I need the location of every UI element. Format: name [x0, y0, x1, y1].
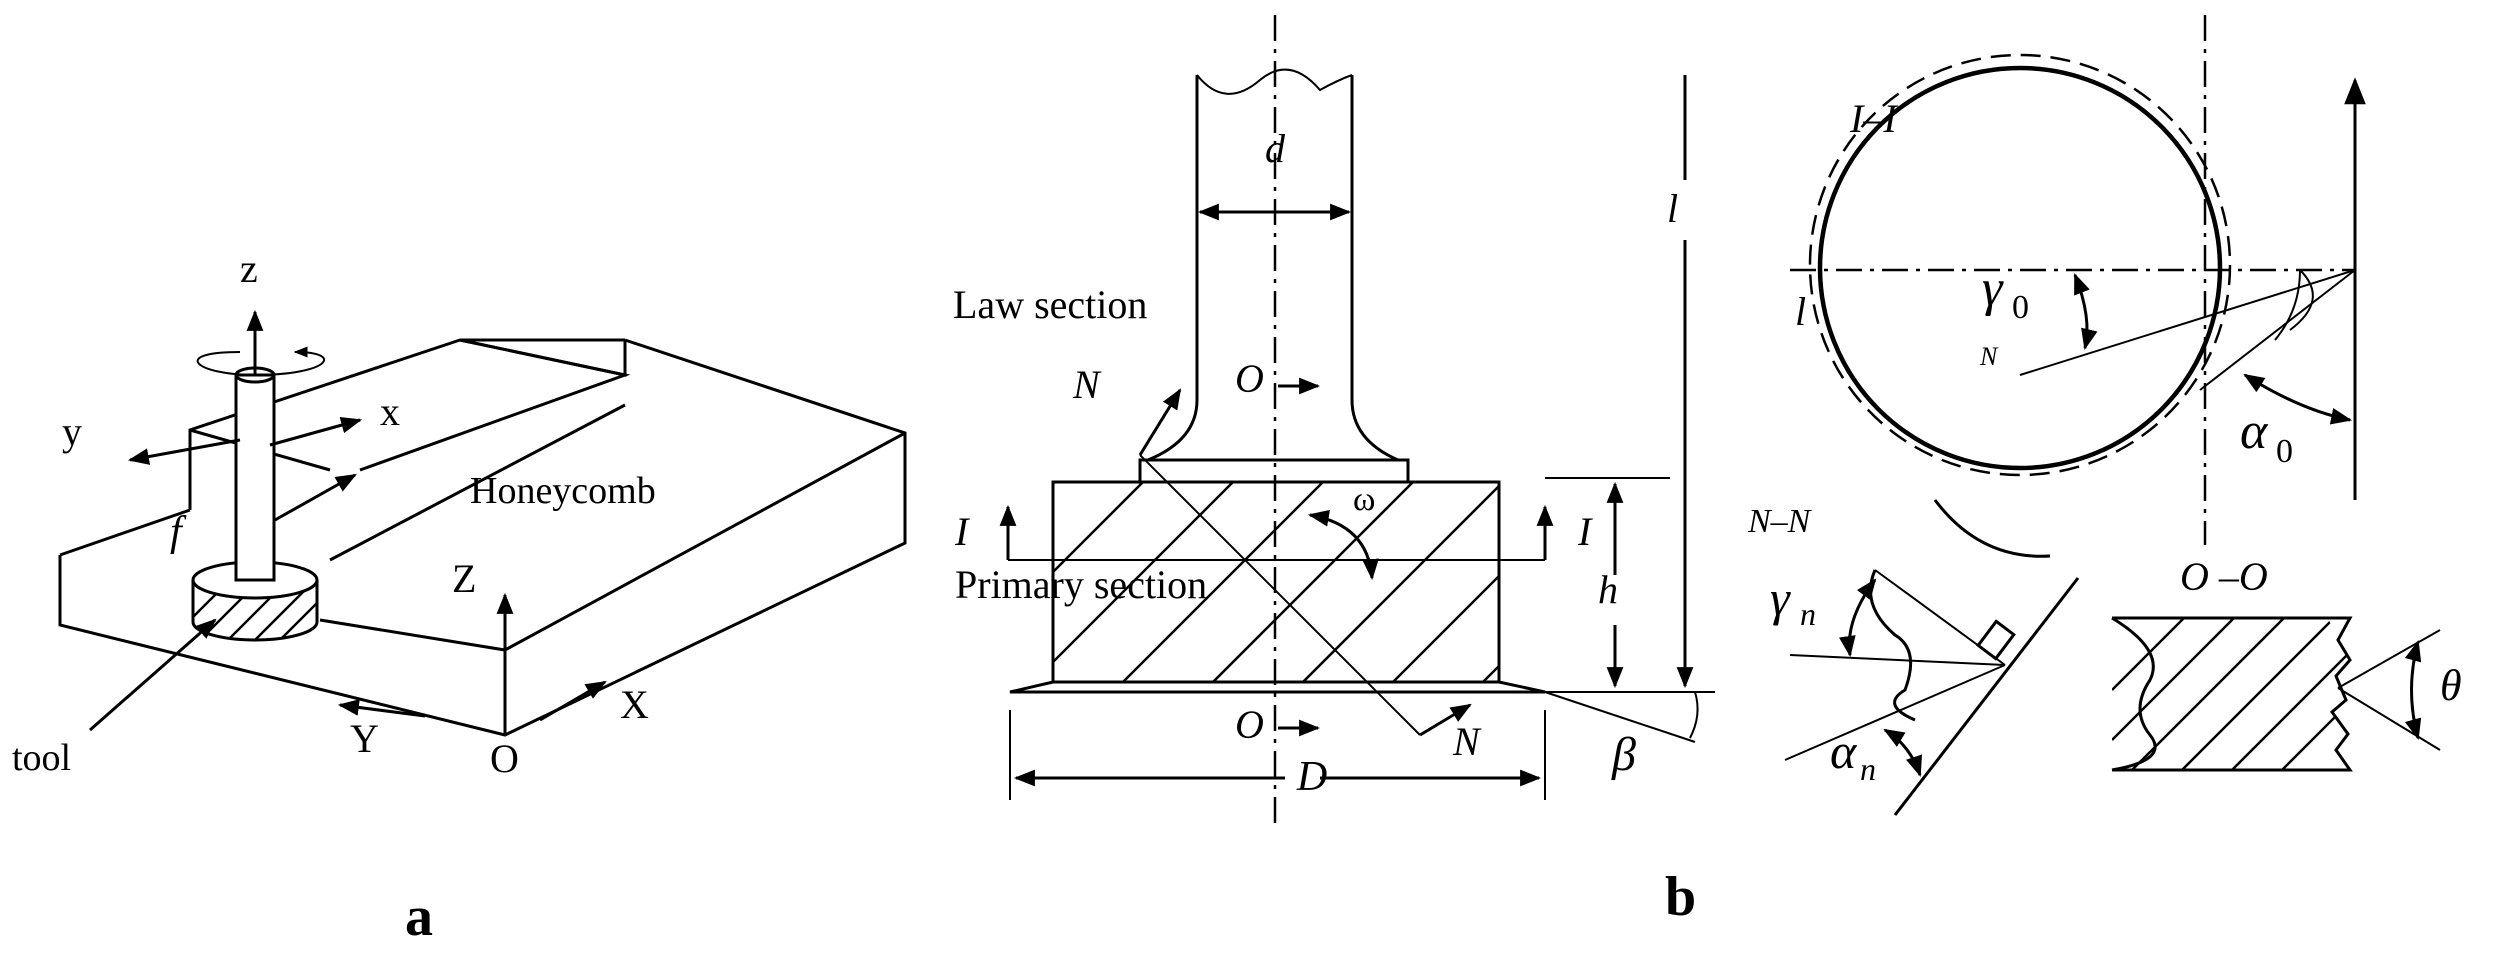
section-n-n: N–N γ n α n: [1747, 499, 2080, 816]
axis-y-label: y: [62, 409, 82, 454]
world-z-label: Z: [452, 556, 476, 601]
axis-x-label: x: [380, 389, 400, 434]
world-x-label: X: [620, 682, 649, 727]
n-upper-label: N: [1072, 362, 1102, 407]
tool-cutter-icon: [191, 366, 319, 642]
feed-label: f: [170, 509, 187, 555]
alpha-n-subscript: n: [1860, 751, 1876, 787]
section-o-o: O –O θ: [2111, 554, 2462, 772]
h-label: h: [1598, 567, 1618, 612]
i-right-label: I: [1577, 509, 1593, 554]
panel-b-tool-geometry: d: [953, 15, 1715, 928]
l-right-label: l: [1667, 186, 1678, 231]
panel-a-workpiece: z y x f Honeycomb Z X Y O tool a: [12, 246, 907, 948]
section-n-n-title: N–N: [1747, 503, 1813, 540]
alpha-n-symbol: α: [1830, 723, 1858, 779]
omega-label: ω: [1353, 481, 1375, 518]
panel-a-caption: a: [405, 886, 433, 948]
alpha0-symbol: α: [2240, 403, 2269, 460]
tool-label: tool: [12, 737, 71, 779]
gamma0-symbol: γ: [1982, 260, 2004, 317]
axis-z-label: z: [240, 246, 258, 291]
section-l-label: l: [1795, 289, 1806, 334]
world-y-label: Y: [350, 716, 379, 761]
section-o-o-title: O –O: [2180, 554, 2268, 599]
primary-section-label: Primary section: [955, 562, 1207, 607]
n-small-label: N: [1979, 342, 1999, 371]
section-i-i-title: I–I: [1849, 96, 1898, 141]
d-label: d: [1265, 126, 1286, 171]
law-section-label: Law section: [953, 282, 1147, 327]
origin-label: O: [490, 736, 519, 781]
o-upper-label: O: [1235, 356, 1264, 401]
section-views: I–I l γ 0 N α 0 N–N γ n α n: [1747, 15, 2462, 816]
o-lower-label: O: [1235, 702, 1264, 747]
beta-label: β: [1611, 728, 1636, 781]
gamma-n-subscript: n: [1800, 596, 1816, 632]
honeycomb-label: Honeycomb: [470, 470, 656, 512]
i-left-label: I: [954, 509, 970, 554]
d-diameter-label: D: [1296, 754, 1327, 800]
n-lower-label: N: [1452, 719, 1482, 764]
alpha0-subscript: 0: [2276, 433, 2293, 470]
theta-label: θ: [2440, 661, 2462, 710]
section-i-i: I–I l γ 0 N α 0: [1790, 15, 2366, 545]
panel-b-caption: b: [1665, 866, 1696, 928]
gamma0-subscript: 0: [2012, 289, 2029, 326]
gamma-n-symbol: γ: [1770, 570, 1791, 626]
